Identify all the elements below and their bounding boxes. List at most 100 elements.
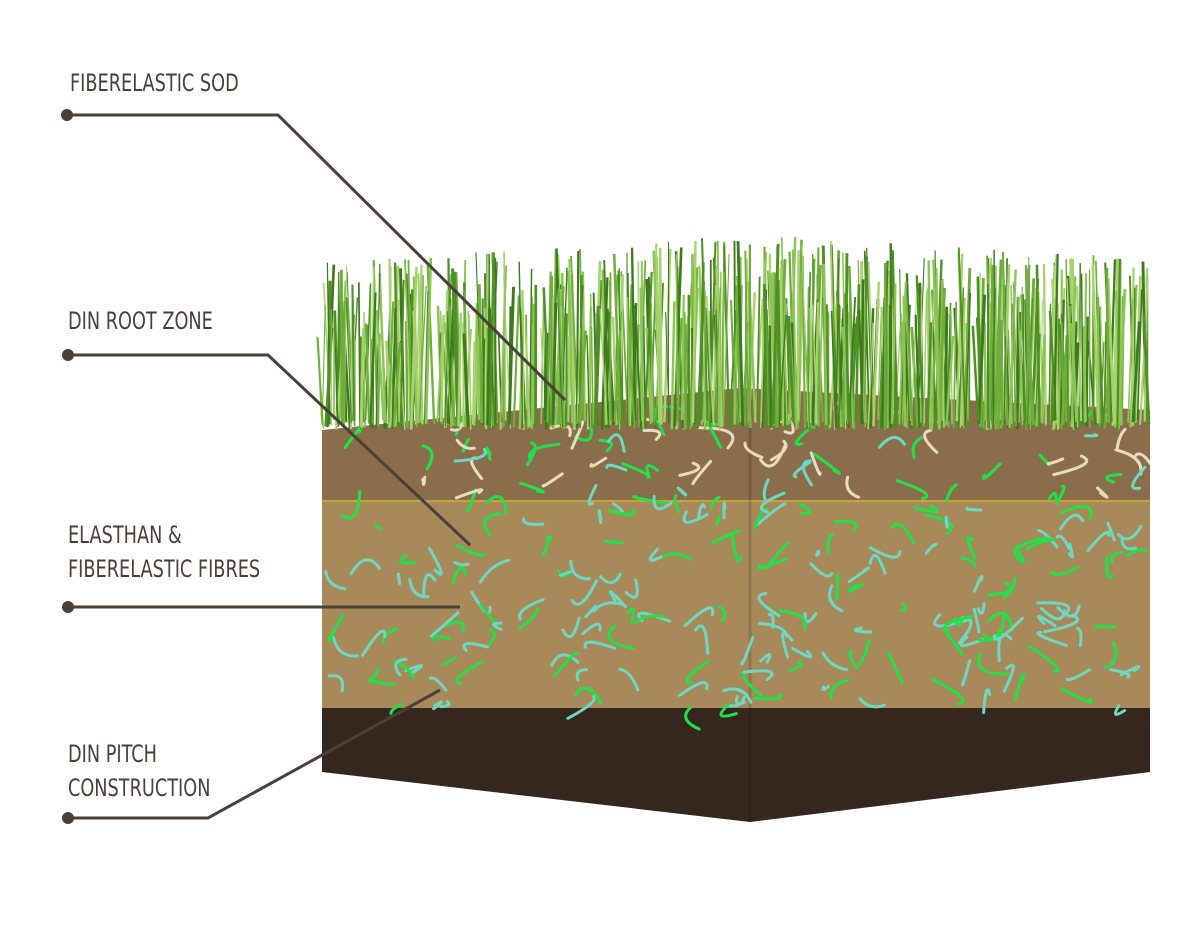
fibre: [632, 495, 667, 505]
fibre: [440, 656, 457, 666]
fibre: [518, 606, 540, 630]
fibre: [757, 591, 781, 618]
fibre: [621, 462, 651, 480]
fibre: [913, 504, 939, 514]
grass-blade: [914, 314, 921, 428]
grass-blade: [1058, 277, 1063, 429]
fibre: [673, 494, 681, 514]
grass-blade: [887, 270, 890, 429]
grass-blade: [378, 272, 387, 424]
grass-blade: [1103, 321, 1107, 426]
fibre: [1105, 472, 1123, 484]
fibre: [821, 684, 831, 692]
fibre: [1060, 687, 1093, 704]
fibre: [791, 646, 813, 659]
grass-blade: [345, 297, 353, 423]
grass-blade: [443, 322, 452, 422]
fibre: [1025, 538, 1056, 551]
grass-blade: [462, 333, 470, 428]
fibre: [716, 605, 727, 623]
fibre: [740, 636, 755, 666]
fibre: [982, 688, 992, 714]
grass-blade: [926, 322, 933, 426]
fibre: [857, 638, 871, 667]
fibre: [982, 611, 1006, 641]
fibre: [1113, 704, 1127, 716]
grass-blade: [756, 276, 761, 421]
fibre: [604, 539, 624, 545]
dot-sod: [61, 109, 73, 121]
fibre: [581, 622, 602, 636]
grass-blade: [844, 293, 850, 423]
fibre: [834, 519, 858, 532]
fibre: [697, 503, 707, 519]
fibre: [753, 693, 783, 701]
fibre: [624, 578, 639, 599]
grass-blade: [708, 242, 717, 427]
grass-blade: [691, 240, 697, 423]
grass-blade: [1136, 289, 1143, 421]
grass-blade: [778, 314, 787, 429]
fibre: [1058, 513, 1085, 531]
grass-blade: [1048, 303, 1052, 428]
fibre: [589, 456, 608, 468]
fibre: [1055, 534, 1071, 550]
grass-blade: [640, 261, 645, 430]
fibre: [924, 542, 938, 555]
fibre: [710, 529, 741, 545]
grass-blade: [518, 261, 524, 429]
grass-blade: [1080, 273, 1084, 424]
fibre: [834, 573, 840, 601]
fibre: [1134, 452, 1150, 480]
fibre: [609, 590, 627, 609]
fibre: [973, 575, 984, 593]
grass-blade: [728, 310, 737, 428]
fibre: [1106, 521, 1116, 542]
fibre: [427, 546, 443, 576]
fibre: [757, 557, 788, 570]
fibre: [911, 436, 924, 459]
fibre: [645, 464, 660, 476]
fibre: [847, 582, 864, 593]
label-fiberelastic-sod: FIBERELASTIC SOD: [70, 69, 239, 97]
grass-blade: [935, 267, 940, 430]
grass-blade: [475, 303, 481, 421]
grass-blade: [964, 293, 971, 427]
fibre: [1083, 433, 1099, 438]
grass-blade: [417, 264, 423, 423]
grass-blade: [722, 271, 725, 427]
fibre: [605, 463, 628, 472]
grass-blade: [447, 305, 456, 427]
fibre: [1040, 606, 1066, 621]
fibre: [858, 697, 887, 709]
fibre: [788, 660, 803, 672]
fibre: [722, 687, 753, 704]
grass-blade: [723, 254, 730, 425]
grass-blade: [486, 308, 492, 426]
grass-blade: [944, 306, 949, 423]
grass-blade: [1142, 314, 1151, 425]
fibre: [959, 635, 985, 648]
grass-blade: [830, 310, 837, 429]
fibre: [977, 652, 1010, 676]
fibre: [428, 676, 448, 692]
grass-blade: [1091, 264, 1100, 424]
fibre: [462, 642, 490, 652]
fibre: [431, 634, 451, 642]
fibre: [633, 614, 664, 624]
grass-blade: [1131, 321, 1141, 423]
fibre: [541, 534, 552, 557]
fibre: [1109, 550, 1124, 565]
grass-blade: [945, 335, 955, 426]
grass-blade: [576, 328, 581, 424]
grass-blade: [971, 325, 980, 421]
fibre: [1120, 538, 1137, 551]
grass-blade: [316, 337, 324, 426]
fibre: [828, 584, 844, 613]
fibre: [429, 610, 460, 638]
grass-blade: [326, 262, 331, 425]
grass-blade: [915, 275, 925, 429]
fibre: [854, 626, 873, 634]
grass-blade: [952, 301, 958, 429]
fibre: [960, 556, 977, 568]
